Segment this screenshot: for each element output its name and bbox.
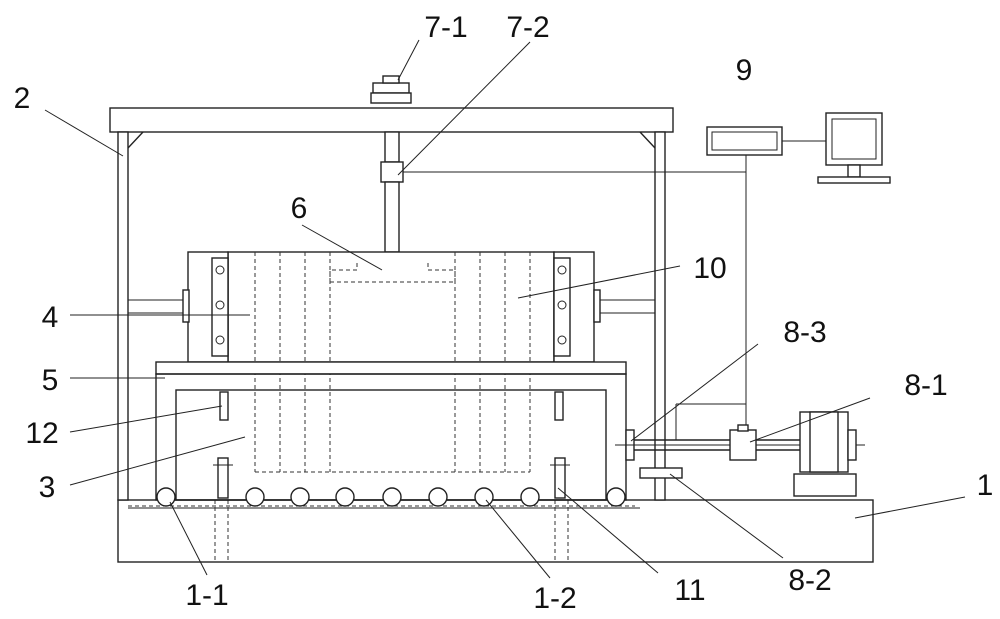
- label-4: 4: [42, 301, 59, 334]
- shear-box: [182, 251, 601, 473]
- label-1-2: 1-2: [533, 582, 576, 615]
- horizontal-drive: [615, 403, 865, 497]
- label-7-2: 7-2: [506, 11, 549, 44]
- label-9: 9: [736, 54, 753, 87]
- base-platform: [117, 499, 874, 563]
- label-8-1: 8-1: [904, 369, 947, 402]
- label-3: 3: [39, 471, 56, 504]
- label-8-2: 8-2: [788, 564, 831, 597]
- label-1-1: 1-1: [185, 579, 228, 612]
- lower-box: [155, 361, 627, 501]
- label-5: 5: [42, 364, 59, 397]
- label-6: 6: [291, 192, 308, 225]
- label-7-1: 7-1: [424, 11, 467, 44]
- signal-and-computer: [403, 112, 891, 425]
- label-8-3: 8-3: [783, 316, 826, 349]
- label-12: 12: [25, 417, 58, 450]
- rollers: [156, 487, 626, 507]
- top-load-unit: [370, 75, 412, 253]
- leader-lines: [44, 39, 966, 579]
- label-2: 2: [14, 82, 31, 115]
- label-1: 1: [977, 469, 994, 502]
- label-11: 11: [674, 574, 705, 607]
- label-10: 10: [693, 252, 726, 285]
